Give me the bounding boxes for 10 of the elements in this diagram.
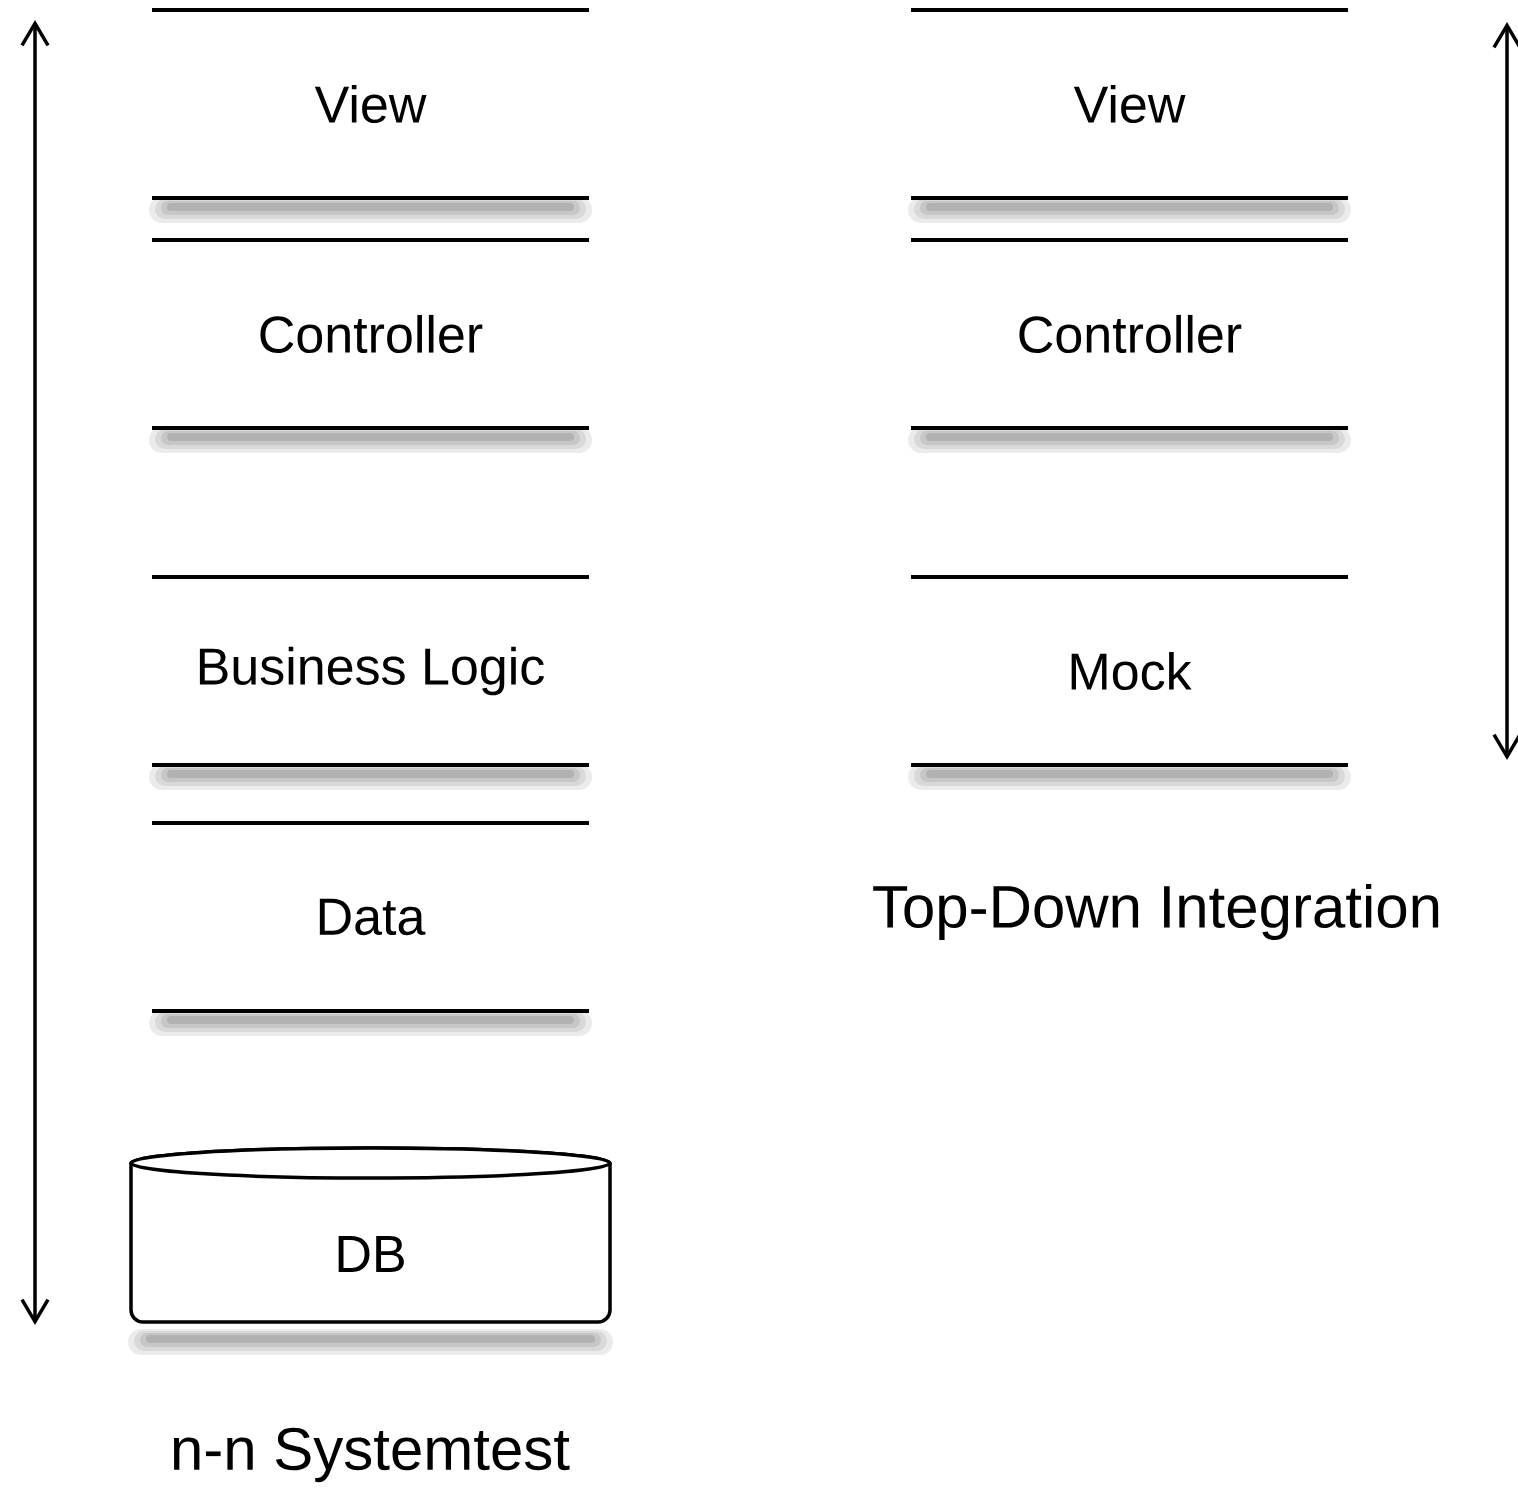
layer-box: Mock — [908, 575, 1351, 790]
layer-box: Business Logic — [149, 575, 592, 790]
layer-box: View — [908, 8, 1351, 223]
caption: Top-Down Integration — [873, 884, 1439, 940]
database-cylinder: DB — [128, 1146, 613, 1355]
layer-box: Controller — [149, 238, 592, 453]
caption: n-n Systemtest — [173, 1427, 570, 1483]
layer-box: View — [149, 8, 592, 223]
layer-box: Controller — [908, 238, 1351, 453]
layer-box: Data — [149, 821, 592, 1036]
